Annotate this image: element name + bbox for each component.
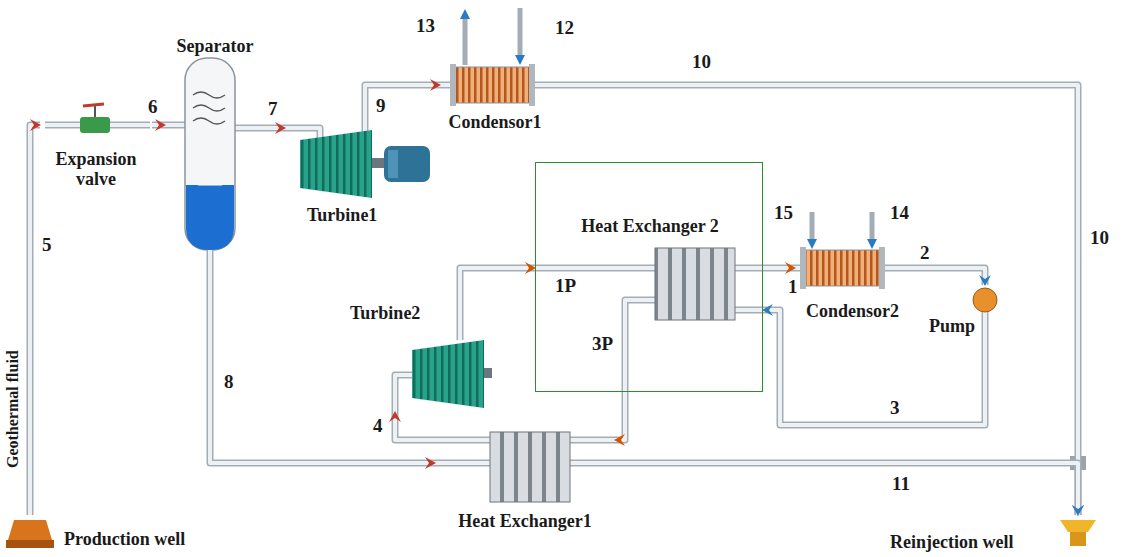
state-point-number: 13 (414, 16, 437, 36)
component-label: Reinjection well (890, 533, 1013, 553)
component-label: Production well (64, 530, 185, 550)
state-point-number: 10 (690, 52, 713, 72)
pipe-connector (30, 125, 40, 515)
component-label: Condensor1 (448, 113, 541, 133)
pipe-connector (615, 392, 625, 440)
component-label: Heat Exchanger 2 (581, 217, 719, 237)
pipe-connector (615, 463, 1078, 515)
condenser-component: Condensor1 (440, 60, 550, 140)
state-point-number: 8 (222, 372, 236, 392)
component-label: Separator (177, 37, 254, 57)
pipe-connector (910, 268, 985, 285)
pump-component: Pump (925, 285, 1005, 340)
valve-component: Expansion valve (40, 112, 152, 204)
well-symbol (1060, 520, 1096, 546)
component-label: Condensor2 (806, 302, 899, 322)
state-point-number: 5 (40, 235, 54, 255)
pipe-connector (210, 250, 435, 463)
state-point-number: 1P (553, 276, 578, 296)
well-component: Reinjection well (885, 515, 1105, 555)
separator-vessel: Separator (165, 35, 265, 250)
state-point-number: 3 (888, 398, 902, 418)
pipe-connector (460, 268, 535, 300)
component-label: Turbine1 (307, 206, 377, 226)
pipe-connector (152, 125, 165, 126)
heat-exchanger-component: Heat Exchanger1 (435, 425, 615, 540)
condenser-symbol (800, 247, 885, 289)
state-point-number: 3P (590, 334, 615, 354)
pipework (45, 8, 1086, 470)
turbine-symbol (412, 340, 508, 408)
separator-vessel (185, 58, 235, 250)
pump-symbol (973, 288, 997, 312)
state-point-number: 12 (553, 18, 576, 38)
component-label: Expansion valve (42, 150, 150, 190)
pipe-connector (550, 85, 1078, 515)
turbine-symbol (300, 130, 430, 198)
component-label: Turbine2 (350, 304, 420, 324)
pipe-connector (265, 128, 285, 129)
state-point-number: 10 (1088, 228, 1111, 248)
component-label: Heat Exchanger1 (458, 512, 591, 532)
pipe-connector (365, 85, 440, 118)
heat-exchanger-symbol (490, 432, 570, 502)
well-symbol (6, 520, 54, 548)
turbine-component: Turbine1 (285, 118, 435, 230)
stream-label: Geothermal fluid (5, 348, 22, 470)
state-point-number: 2 (918, 243, 932, 263)
expansion-valve-symbol (80, 104, 110, 133)
pipe-connector (395, 412, 435, 440)
state-point-number: 4 (371, 416, 385, 436)
state-point-number: 1 (786, 277, 800, 297)
component-label: Pump (929, 317, 975, 337)
state-point-number: 7 (266, 99, 280, 119)
condenser-symbol (450, 64, 535, 106)
turbine-component: Turbine2 (345, 300, 510, 412)
pipe-connector (763, 310, 985, 425)
pipe-connector (763, 268, 795, 269)
state-point-number: 14 (888, 203, 911, 223)
condenser-component: Condensor2 (795, 240, 910, 330)
well-component: Production well (2, 515, 227, 555)
state-point-number: 6 (146, 97, 160, 117)
state-point-number: 11 (890, 474, 912, 494)
state-point-number: 15 (772, 203, 795, 223)
heat-exchanger-symbol (655, 248, 735, 320)
state-point-number: 9 (374, 96, 388, 116)
